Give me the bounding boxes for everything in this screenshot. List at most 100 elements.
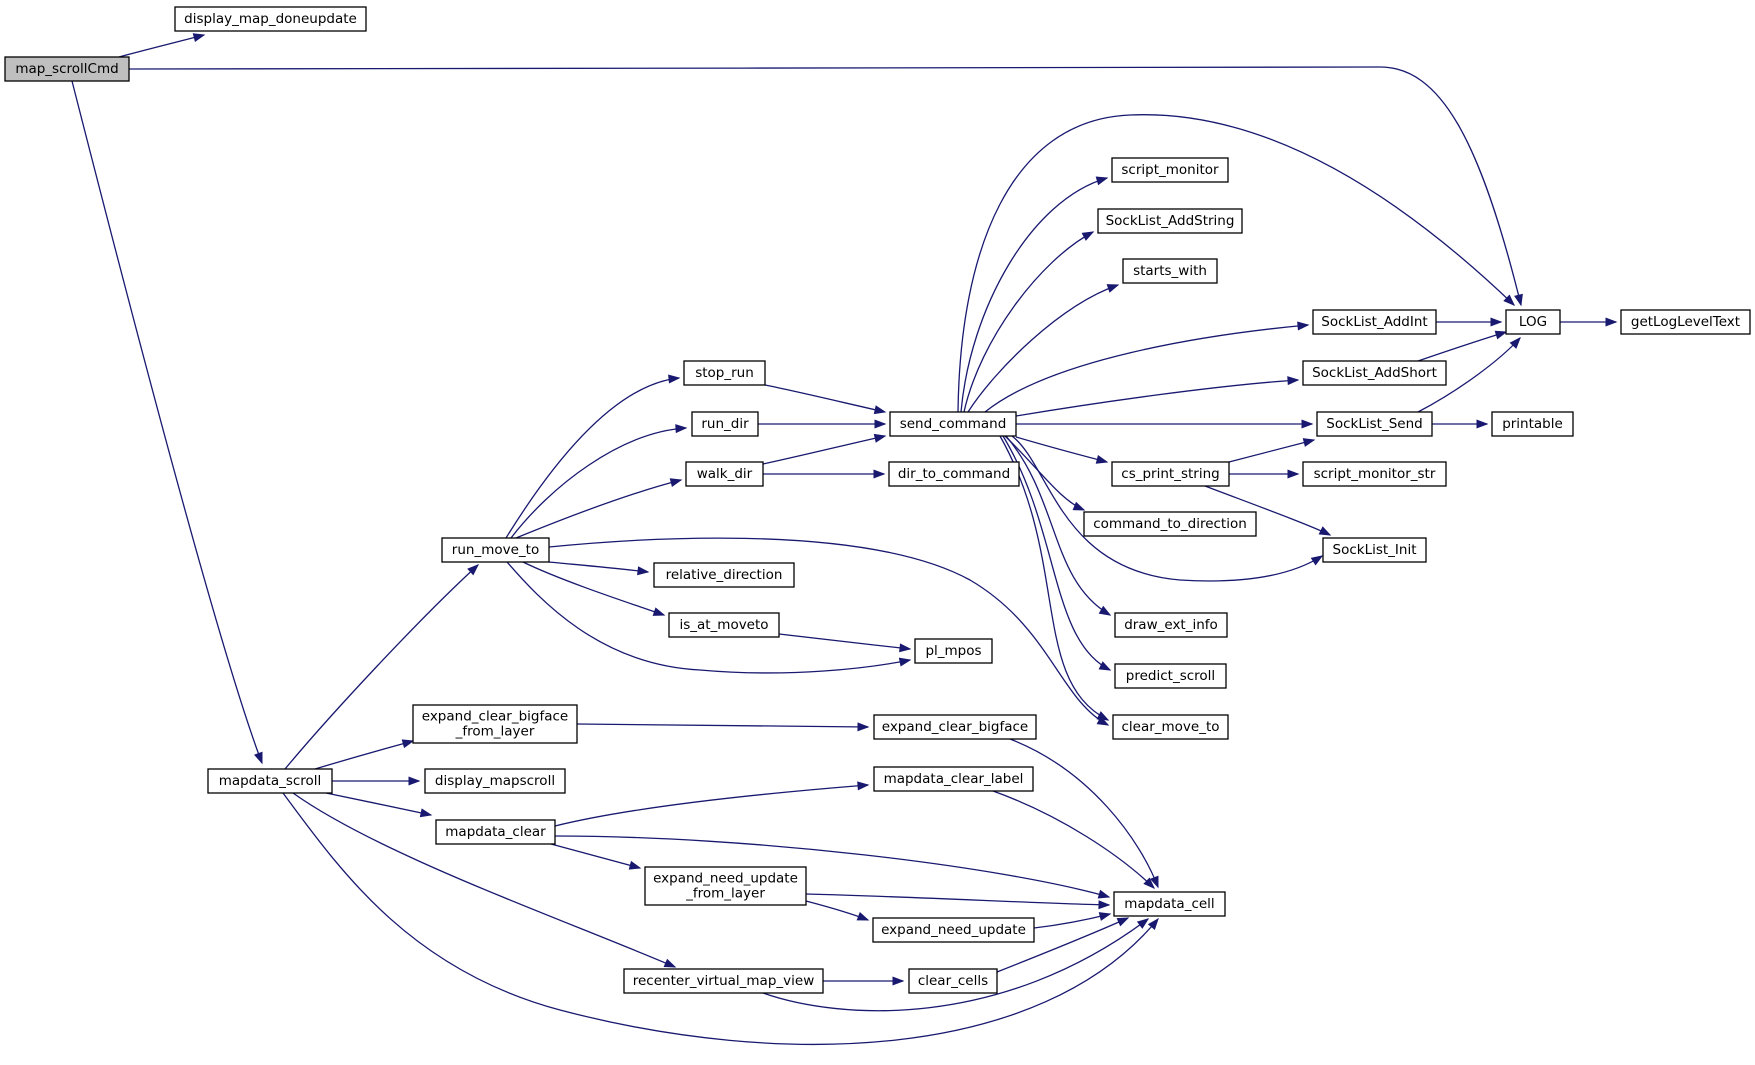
node-box xyxy=(1097,208,1243,234)
node-label: starts_with xyxy=(1133,263,1207,279)
edge-clear-cells-to-mapdata-cell xyxy=(996,917,1130,973)
arrowhead-icon xyxy=(401,739,415,749)
node-script-monitor-str[interactable]: script_monitor_str xyxy=(1302,461,1447,487)
node-label: display_map_doneupdate xyxy=(184,11,357,27)
node-box xyxy=(1083,511,1257,537)
edge-line xyxy=(762,435,886,465)
edge-line xyxy=(554,835,1110,898)
node-label: printable xyxy=(1502,416,1563,432)
edge-line xyxy=(292,792,676,968)
arrowhead-icon xyxy=(1098,912,1112,921)
arrowhead-icon xyxy=(873,433,887,443)
node-relative-direction[interactable]: relative_direction xyxy=(653,562,795,588)
node-stop-run[interactable]: stop_run xyxy=(683,360,766,386)
edge-line xyxy=(992,790,1155,889)
node-clear-move-to[interactable]: clear_move_to xyxy=(1112,714,1229,740)
node-printable[interactable]: printable xyxy=(1491,411,1574,437)
arrowhead-icon xyxy=(856,911,870,921)
node-pl-mpos[interactable]: pl_mpos xyxy=(914,638,993,664)
node-sock-list-init[interactable]: SockList_Init xyxy=(1322,537,1427,563)
node-draw-ext-info[interactable]: draw_ext_info xyxy=(1114,612,1228,638)
node-send-command[interactable]: send_command xyxy=(889,411,1017,437)
edge-mapdata-scroll-to-run-move-to xyxy=(284,564,480,770)
node-script-monitor[interactable]: script_monitor xyxy=(1111,157,1229,183)
node-is-at-moveto[interactable]: is_at_moveto xyxy=(668,612,780,638)
arrowhead-icon xyxy=(1098,900,1111,910)
node-box xyxy=(1312,309,1437,335)
edge-send-command-to-sock-list-add-short xyxy=(1015,376,1300,417)
node-box xyxy=(207,768,333,794)
node-box xyxy=(873,714,1037,740)
arrowhead-icon xyxy=(668,374,681,384)
node-dir-to-command[interactable]: dir_to_command xyxy=(888,461,1020,487)
edge-send-command-to-sock-list-add-string xyxy=(963,231,1095,413)
node-predict-scroll[interactable]: predict_scroll xyxy=(1114,663,1227,689)
edge-mapdata-scroll-to-recenter-virtual-map-view xyxy=(292,792,677,968)
edge-line xyxy=(960,177,1108,413)
arrowhead-icon xyxy=(669,478,683,487)
node-sock-list-add-string[interactable]: SockList_AddString xyxy=(1097,208,1243,234)
arrowhead-icon xyxy=(1095,176,1109,186)
node-box xyxy=(653,562,795,588)
node-expand-clear-bigface-from-layer[interactable]: expand_clear_bigface_from_layer xyxy=(412,704,578,744)
arrowhead-icon xyxy=(1503,294,1516,306)
arrowhead-icon xyxy=(1494,330,1508,340)
node-starts-with[interactable]: starts_with xyxy=(1122,258,1218,284)
node-box xyxy=(889,411,1017,437)
node-sock-list-add-short[interactable]: SockList_AddShort xyxy=(1302,360,1447,386)
edge-line xyxy=(506,561,911,674)
edge-line xyxy=(778,633,911,650)
edge-run-move-to-to-is-at-moveto xyxy=(522,561,666,616)
edge-send-command-to-starts-with xyxy=(967,284,1120,413)
node-recenter-virtual-map-view[interactable]: recenter_virtual_map_view xyxy=(623,968,824,994)
edge-line xyxy=(71,80,263,764)
edge-line xyxy=(1228,439,1315,463)
node-run-move-to[interactable]: run_move_to xyxy=(441,537,550,563)
node-clear-cells[interactable]: clear_cells xyxy=(908,968,998,994)
node-log[interactable]: LOG xyxy=(1505,309,1561,335)
edge-line xyxy=(284,564,479,770)
node-expand-clear-bigface[interactable]: expand_clear_bigface xyxy=(873,714,1037,740)
node-command-to-direction[interactable]: command_to_direction xyxy=(1083,511,1257,537)
edge-line xyxy=(999,435,1109,721)
node-box xyxy=(914,638,993,664)
node-map-scroll-cmd[interactable]: map_scrollCmd xyxy=(4,56,130,82)
node-label: mapdata_scroll xyxy=(219,773,322,789)
node-expand-need-update[interactable]: expand_need_update xyxy=(872,917,1035,943)
edge-line xyxy=(1417,331,1507,362)
arrowhead-icon xyxy=(1287,469,1300,479)
edge-stop-run-to-send-command xyxy=(764,384,887,415)
node-label: script_monitor xyxy=(1121,162,1219,178)
node-walk-dir[interactable]: walk_dir xyxy=(685,461,764,487)
node-sock-list-add-int[interactable]: SockList_AddInt xyxy=(1312,309,1437,335)
node-mapdata-cell[interactable]: mapdata_cell xyxy=(1113,891,1226,917)
node-label: expand_clear_bigface xyxy=(422,709,568,725)
node-get-log-level-text[interactable]: getLogLevelText xyxy=(1620,309,1751,335)
node-box xyxy=(424,768,566,794)
node-run-dir[interactable]: run_dir xyxy=(691,411,759,437)
arrowhead-icon xyxy=(1287,376,1300,386)
edge-line xyxy=(282,792,1159,1046)
node-box xyxy=(685,461,764,487)
node-mapdata-clear[interactable]: mapdata_clear xyxy=(435,819,556,845)
node-label: expand_need_update xyxy=(653,871,798,887)
edge-line xyxy=(984,324,1309,413)
node-display-map-doneupdate[interactable]: display_map_doneupdate xyxy=(174,6,367,32)
node-label: relative_direction xyxy=(666,567,783,583)
arrowhead-icon xyxy=(873,405,887,415)
edge-expand-clear-bigface-from-layer-to-expand-clear-bigface xyxy=(576,722,870,732)
node-sock-list-send[interactable]: SockList_Send xyxy=(1316,411,1433,437)
edge-expand-need-update-from-layer-to-mapdata-cell xyxy=(805,893,1111,910)
node-cs-print-string[interactable]: cs_print_string xyxy=(1111,461,1230,487)
edge-cs-print-string-to-sock-list-send xyxy=(1228,438,1316,463)
arrowhead-icon xyxy=(1509,336,1521,349)
edge-line xyxy=(128,66,1522,306)
edge-send-command-to-predict-scroll xyxy=(1002,435,1112,671)
arrowhead-icon xyxy=(1096,711,1110,721)
node-mapdata-scroll[interactable]: mapdata_scroll xyxy=(207,768,333,794)
node-expand-need-update-from-layer[interactable]: expand_need_update_from_layer xyxy=(644,866,807,906)
node-display-mapscroll[interactable]: display_mapscroll xyxy=(424,768,566,794)
node-mapdata-clear-label[interactable]: mapdata_clear_label xyxy=(873,766,1034,792)
node-box xyxy=(872,917,1035,943)
arrowhead-icon xyxy=(254,751,263,765)
